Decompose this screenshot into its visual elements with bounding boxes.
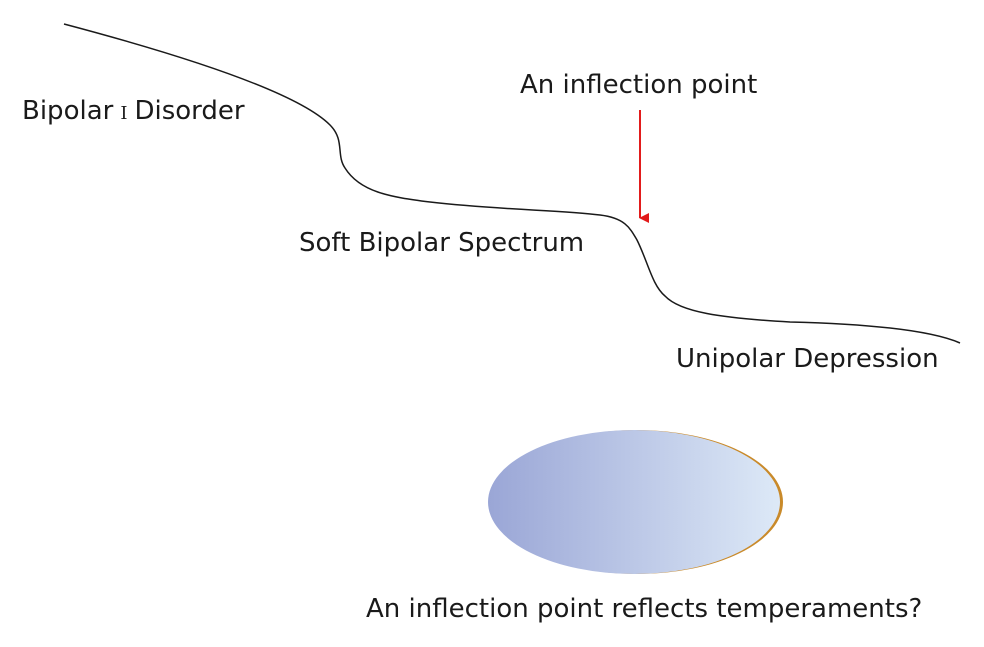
soft-bipolar-spectrum-label: Soft Bipolar Spectrum: [299, 228, 585, 258]
temperament-question-label: An inflection point reflects temperament…: [366, 594, 923, 624]
temperament-ellipse: [488, 430, 780, 574]
bipolar-prefix-text: Bipolar: [22, 96, 114, 126]
bipolar-suffix-text: Disorder: [134, 96, 245, 126]
unipolar-depression-label: Unipolar Depression: [676, 344, 939, 374]
spectrum-curve: [63, 23, 961, 344]
inflection-point-label: An inflection point: [520, 70, 758, 100]
bipolar-roman-numeral: I: [120, 103, 128, 124]
bipolar-i-disorder-label: Bipolar I Disorder: [22, 96, 245, 129]
